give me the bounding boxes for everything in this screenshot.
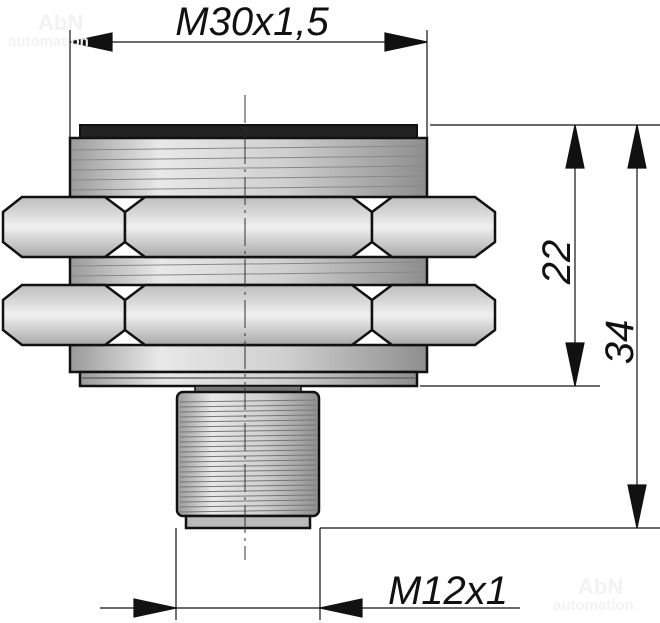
m12-connector xyxy=(175,385,321,530)
connector-thread-line xyxy=(179,454,317,458)
watermark-sub: automation xyxy=(8,33,89,50)
connector-thread-line xyxy=(179,424,317,428)
dimension-thread-outer xyxy=(69,30,428,138)
watermark-brand: AbN xyxy=(578,574,623,599)
connector-thread-line xyxy=(179,434,317,438)
connector-thread-line xyxy=(179,409,317,413)
connector-thread-line xyxy=(179,474,317,478)
dimension-label-total-length: 34 xyxy=(598,320,642,365)
middle-thread-body xyxy=(68,255,429,287)
connector-thread-line xyxy=(179,484,317,488)
connector-thread-line xyxy=(179,429,317,433)
top-seal-band xyxy=(79,124,418,139)
connector-thread-line xyxy=(179,494,317,498)
connector-thread-line xyxy=(179,439,317,443)
dimension-label-thread-outer: M30x1,5 xyxy=(175,0,329,44)
connector-thread-line xyxy=(179,459,317,463)
connector-thread-line xyxy=(179,504,317,508)
connector-thread-line xyxy=(179,499,317,503)
hex-nut-upper xyxy=(1,195,497,259)
watermark-bottom-right: AbN automation xyxy=(553,574,634,614)
connector-thread-line xyxy=(179,489,317,493)
hex-nut-lower xyxy=(1,283,497,347)
connector-thread-line xyxy=(179,469,317,473)
connector-thread-line xyxy=(179,464,317,468)
connector-thread-line xyxy=(179,509,317,513)
watermark-brand: AbN xyxy=(38,10,83,35)
connector-thread-line xyxy=(179,414,317,418)
dimension-label-thread-connector: M12x1 xyxy=(388,569,508,613)
lower-body xyxy=(68,343,429,388)
connector-thread-line xyxy=(179,479,317,483)
connector-thread-line xyxy=(179,399,317,403)
upper-thread-body xyxy=(68,136,429,199)
connector-thread-line xyxy=(179,449,317,453)
dimension-lengths xyxy=(320,124,660,529)
connector-thread-line xyxy=(179,404,317,408)
connector-thread-line xyxy=(179,444,317,448)
watermark-top-left: AbN automation xyxy=(8,10,89,50)
dimension-label-body-length: 22 xyxy=(535,240,579,286)
dimension-thread-connector xyxy=(100,528,520,620)
watermark-sub: automation xyxy=(553,597,634,614)
connector-thread-line xyxy=(179,419,317,423)
